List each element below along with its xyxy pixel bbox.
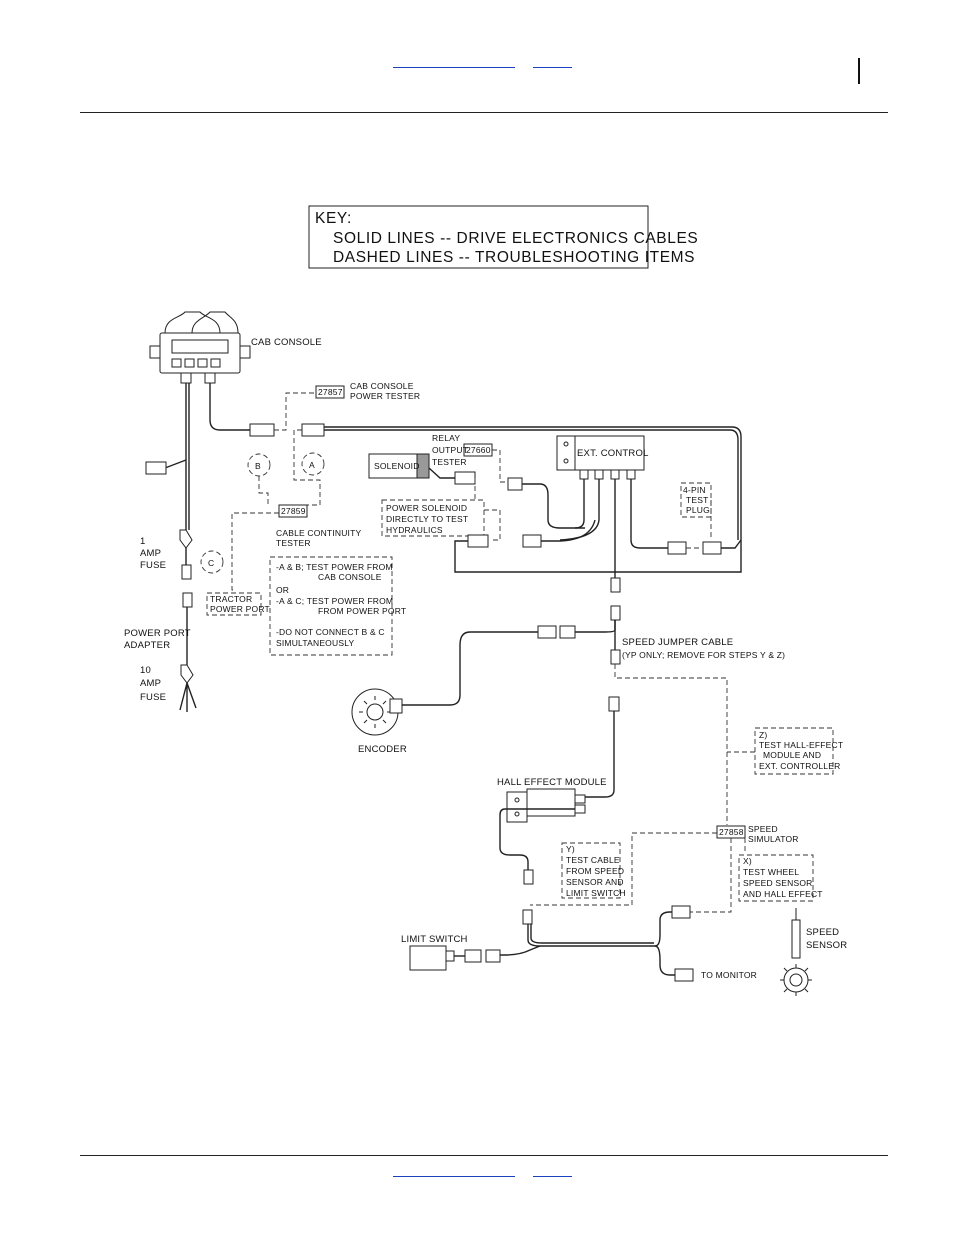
x-label-2: TEST WHEEL xyxy=(743,867,799,877)
continuity-label-2: TESTER xyxy=(276,538,311,548)
cab-power-tester-label-1: CAB CONSOLE xyxy=(350,381,414,391)
cab-side-connector xyxy=(145,461,167,475)
amp1-label-1: 1 xyxy=(140,536,145,547)
solenoid-label: SOLENOID xyxy=(374,461,420,471)
1-amp-fuse-icon xyxy=(179,529,193,549)
circle-b-label: B xyxy=(255,461,261,471)
circle-a xyxy=(301,452,325,476)
relay-num: 27660 xyxy=(466,445,491,455)
y-label-1: Y) xyxy=(566,844,575,854)
amp10-label-2: AMP xyxy=(140,678,161,689)
power-solenoid-label-2: DIRECTLY TO TEST xyxy=(386,514,468,524)
power-solenoid-label-1: POWER SOLENOID xyxy=(386,503,467,513)
relay-label-2: OUTPUT xyxy=(432,445,468,455)
footer-link-1[interactable] xyxy=(393,1175,515,1177)
test-plug-label-2: TEST xyxy=(686,495,709,505)
note-line-3: OR xyxy=(276,585,289,595)
z-label-1: Z) xyxy=(759,730,767,740)
footer-rule xyxy=(80,1155,888,1156)
z-label-3: MODULE AND xyxy=(763,750,821,760)
speed-sensor xyxy=(780,908,812,996)
key-line-dashed: DASHED LINES -- TROUBLESHOOTING ITEMS xyxy=(333,249,695,266)
amp1-label-3: FUSE xyxy=(140,560,166,571)
sim-num: 27858 xyxy=(719,827,744,837)
cab-console-label: CAB CONSOLE xyxy=(251,337,322,348)
encoder xyxy=(351,688,403,736)
ext-control-label: EXT. CONTROL xyxy=(577,448,649,459)
page-marker-bar xyxy=(858,58,860,84)
cab-console: CAB CONSOLE xyxy=(149,311,322,384)
note-line-6: -DO NOT CONNECT B & C xyxy=(276,627,385,637)
power-solenoid-label-3: HYDRAULICS xyxy=(386,525,443,535)
y-label-5: LIMIT SWITCH xyxy=(566,888,626,898)
key-legend: KEY: SOLID LINES -- DRIVE ELECTRONICS CA… xyxy=(308,205,698,269)
limit-switch xyxy=(409,945,455,971)
x-label-4: AND HALL EFFECT xyxy=(743,889,823,899)
sim-label-2: SIMULATOR xyxy=(748,834,799,844)
y-label-2: TEST CABLE xyxy=(566,855,620,865)
speed-sensor-label-2: SENSOR xyxy=(806,940,847,951)
cab-power-tester-label-2: POWER TESTER xyxy=(350,391,420,401)
note-box xyxy=(269,556,393,656)
amp1-label-2: AMP xyxy=(140,548,161,559)
cab-power-tester-num: 27857 xyxy=(318,387,343,397)
to-monitor-label: TO MONITOR xyxy=(701,970,757,980)
speed-jumper-note: (YP ONLY; REMOVE FOR STEPS Y & Z) xyxy=(622,650,785,660)
continuity-label-1: CABLE CONTINUITY xyxy=(276,528,362,538)
key-title: KEY: xyxy=(315,210,352,227)
header-link-2[interactable] xyxy=(533,66,572,68)
z-label-2: TEST HALL-EFFECT xyxy=(759,740,843,750)
ppa-label-1: POWER PORT xyxy=(124,628,191,639)
cab-harness-connector xyxy=(249,423,275,437)
tractor-label-1: TRACTOR xyxy=(210,594,252,604)
amp10-label-1: 10 xyxy=(140,665,151,676)
test-z-box xyxy=(754,727,834,775)
circle-a-label: A xyxy=(309,460,315,470)
hall-effect-module xyxy=(506,788,586,823)
y-label-3: FROM SPEED xyxy=(566,866,624,876)
note-line-7: SIMULTANEOUSLY xyxy=(276,638,355,648)
note-line-5: FROM POWER PORT xyxy=(318,606,406,616)
10-amp-fuse-icon xyxy=(180,664,194,684)
x-label-1: X) xyxy=(743,856,752,866)
test-plug-label-1: 4-PIN xyxy=(683,485,706,495)
relay-label-1: RELAY xyxy=(432,433,460,443)
power-port-connector xyxy=(182,592,193,608)
footer-link-2[interactable] xyxy=(533,1175,572,1177)
amp10-label-3: FUSE xyxy=(140,692,166,703)
y-label-4: SENSOR AND xyxy=(566,877,624,887)
test-plug-label-3: PLUG xyxy=(686,505,710,515)
note-line-1: -A & B; TEST POWER FROM xyxy=(276,562,393,572)
relay-label-3: TESTER xyxy=(432,457,467,467)
power-solenoid-box xyxy=(381,499,485,537)
speed-sensor-label-1: SPEED xyxy=(806,927,839,938)
continuity-num: 27859 xyxy=(281,506,306,516)
sim-label-1: SPEED xyxy=(748,824,778,834)
encoder-label: ENCODER xyxy=(358,744,407,755)
key-line-solid: SOLID LINES -- DRIVE ELECTRONICS CABLES xyxy=(333,230,698,247)
circle-c-label: C xyxy=(208,558,214,568)
z-label-4: EXT. CONTROLLER xyxy=(759,761,840,771)
limit-switch-label: LIMIT SWITCH xyxy=(401,934,468,945)
test-x-box xyxy=(738,854,814,902)
circle-c xyxy=(200,550,224,574)
test-y-box xyxy=(561,842,621,899)
header-link-1[interactable] xyxy=(393,66,515,68)
note-line-2: CAB CONSOLE xyxy=(318,572,382,582)
hall-effect-label: HALL EFFECT MODULE xyxy=(497,777,607,788)
tractor-label-2: POWER PORT xyxy=(210,604,270,614)
x-label-3: SPEED SENSOR xyxy=(743,878,812,888)
ppa-label-2: ADAPTER xyxy=(124,640,170,651)
speed-jumper-label: SPEED JUMPER CABLE xyxy=(622,637,733,648)
test-plug-box xyxy=(680,482,712,518)
header-rule xyxy=(80,112,888,113)
note-line-4: -A & C; TEST POWER FROM xyxy=(276,596,393,606)
